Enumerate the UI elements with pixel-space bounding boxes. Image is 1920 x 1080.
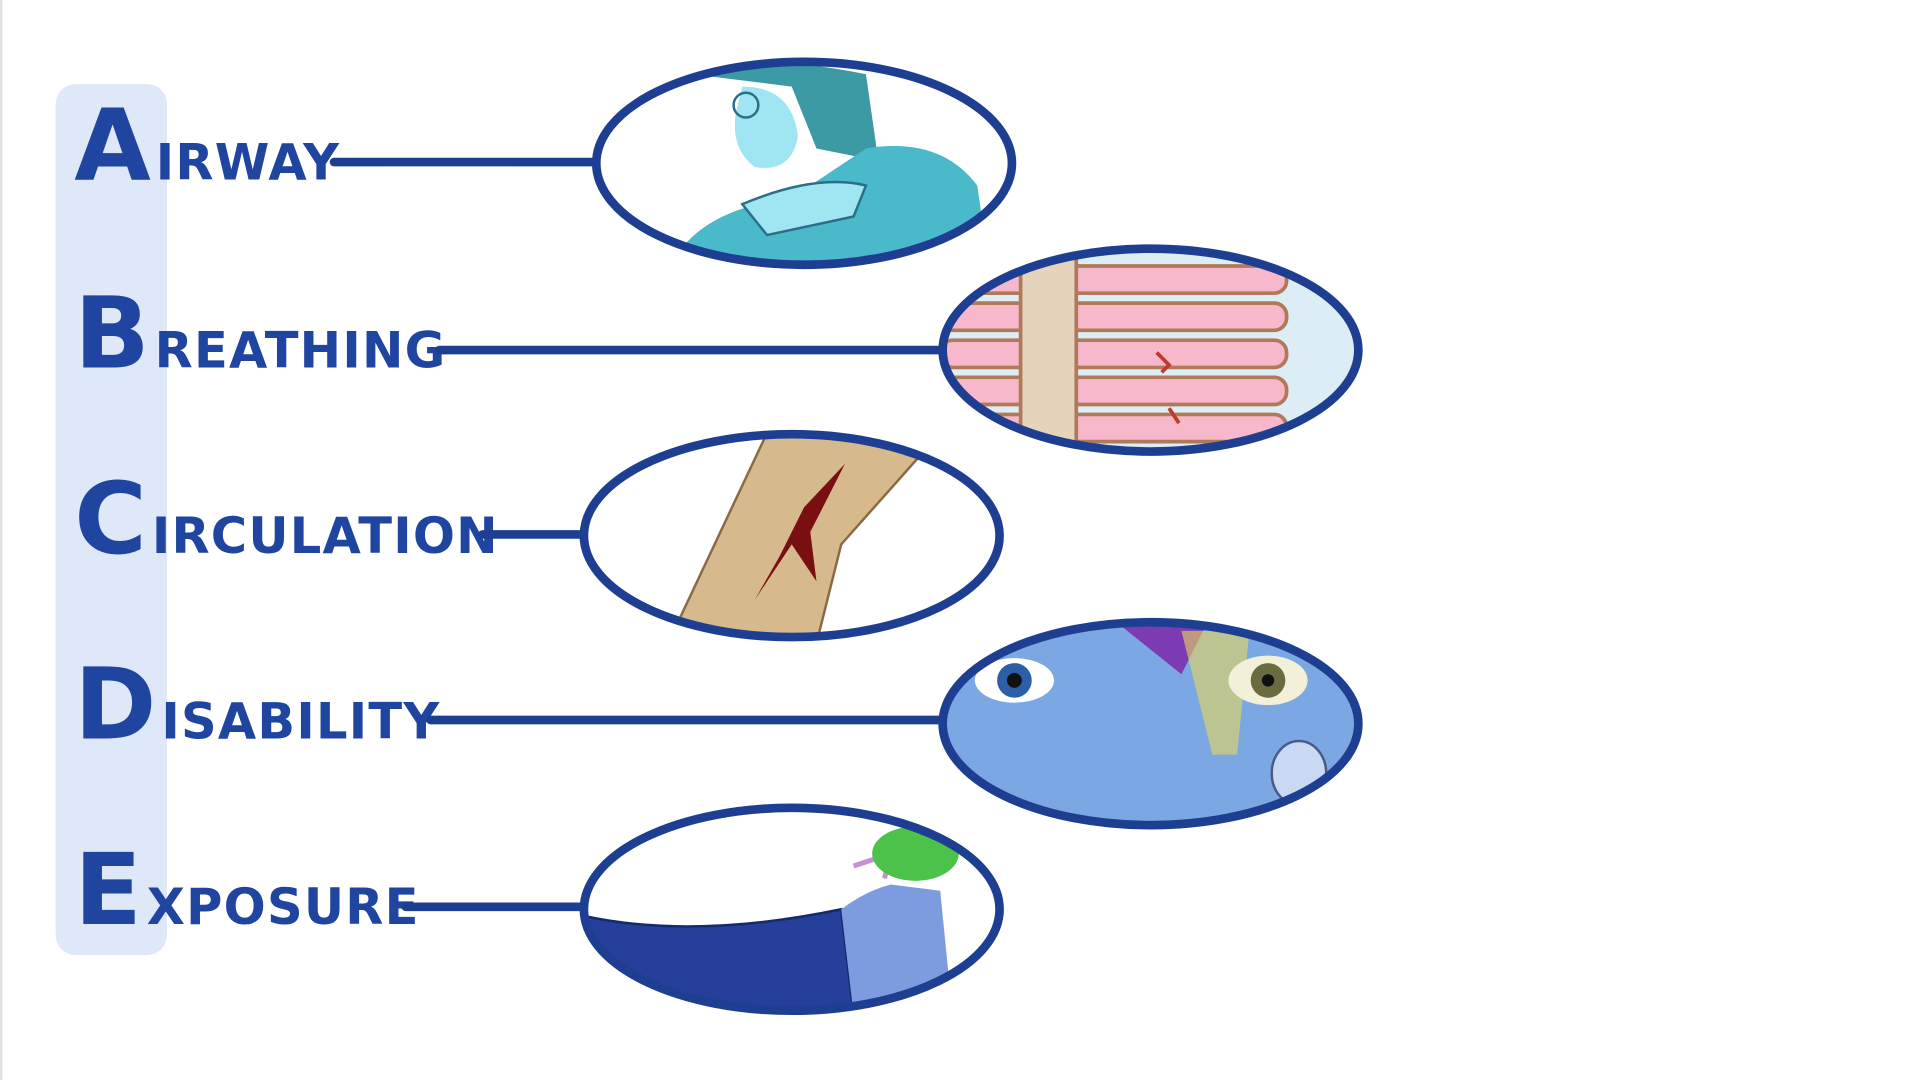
left-edge-divider bbox=[0, 0, 3, 1080]
circulation-frame bbox=[579, 429, 1004, 642]
letter-a: A bbox=[74, 87, 151, 203]
word-breathing: REATHING bbox=[154, 322, 447, 380]
letter-c: C bbox=[74, 461, 147, 577]
airway-illustration bbox=[598, 64, 1010, 263]
word-disability: ISABILITY bbox=[161, 694, 441, 751]
exposure-illustration bbox=[586, 810, 998, 1009]
disability-frame bbox=[938, 617, 1363, 830]
word-circulation: IRCULATION bbox=[151, 508, 499, 566]
letter-e: E bbox=[74, 832, 142, 948]
breathing-illustration bbox=[945, 251, 1356, 450]
word-airway: IRWAY bbox=[155, 134, 341, 192]
breathing-frame bbox=[938, 244, 1363, 456]
airway-frame bbox=[591, 57, 1017, 270]
letter-highlight-band bbox=[55, 84, 168, 956]
letter-d: D bbox=[74, 647, 156, 763]
letter-b: B bbox=[74, 275, 149, 391]
circulation-illustration bbox=[586, 436, 998, 635]
disability-illustration bbox=[945, 624, 1356, 823]
exposure-frame bbox=[579, 803, 1004, 1016]
word-exposure: XPOSURE bbox=[146, 879, 420, 937]
